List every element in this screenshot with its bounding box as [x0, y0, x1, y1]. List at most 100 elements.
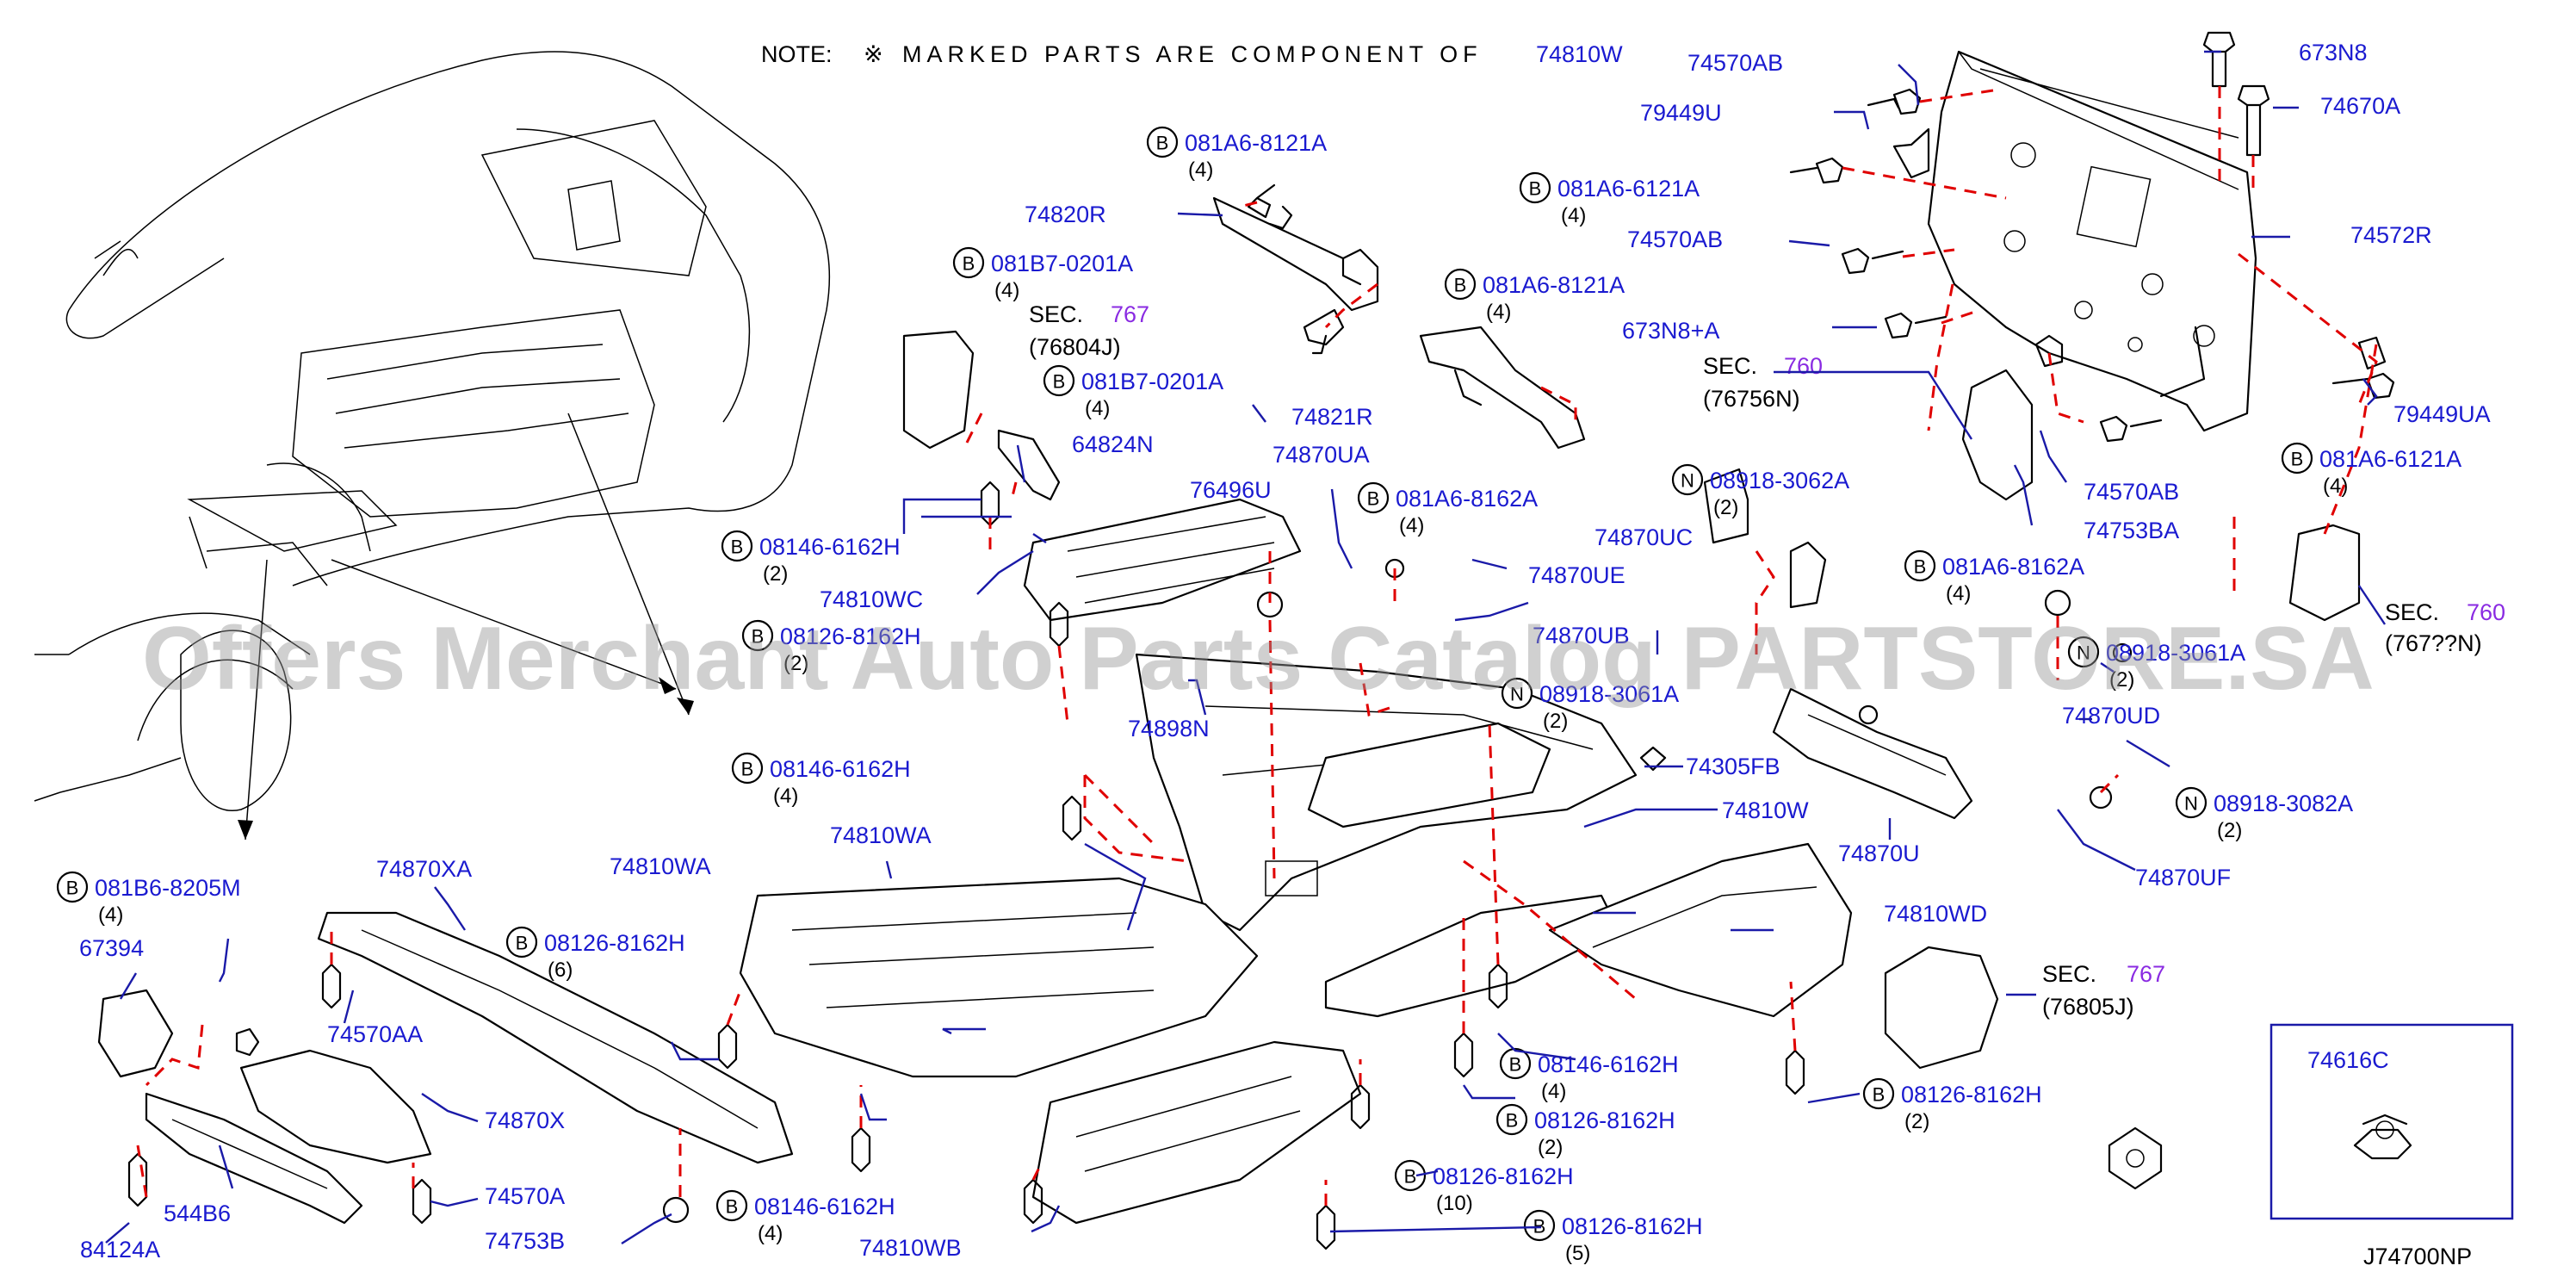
callout-prefix: B	[1506, 1110, 1519, 1132]
part-label-74810wa[interactable]: 74810WA	[610, 853, 711, 879]
part-label-84124a[interactable]: 84124A	[80, 1237, 160, 1262]
part-label-544b6[interactable]: 544B6	[164, 1200, 231, 1226]
callout-quantity: (4)	[758, 1222, 783, 1245]
callout-prefix-circle	[1357, 481, 1390, 514]
callout-081b6-8205m[interactable]: B 081B6-8205M(4)	[56, 871, 241, 927]
part-label-67394[interactable]: 67394	[79, 935, 144, 961]
part-label-74821r[interactable]: 74821R	[1291, 404, 1373, 430]
part-label-74870uf[interactable]: 74870UF	[2135, 865, 2231, 890]
part-label-673n8-a[interactable]: 673N8+A	[1622, 318, 1719, 344]
part-label-79449ua[interactable]: 79449UA	[2393, 401, 2491, 427]
part-label-74810wc[interactable]: 74810WC	[820, 586, 923, 612]
callout-part-number: 081B6-8205M	[95, 875, 241, 901]
part-label-74570aa[interactable]: 74570AA	[327, 1021, 423, 1047]
sec-label: SEC.	[2042, 961, 2096, 987]
callout-prefix: B	[2291, 449, 2304, 470]
callout-prefix: B	[1914, 556, 1927, 578]
part-label-74570a[interactable]: 74570A	[485, 1183, 565, 1209]
callout-quantity: (10)	[1436, 1192, 1473, 1215]
part-label-74870ub[interactable]: 74870UB	[1533, 623, 1630, 648]
part-label-74870uc[interactable]: 74870UC	[1595, 524, 1693, 550]
part-label-74570ab[interactable]: 74570AB	[1687, 50, 1783, 76]
part-label-74870xa[interactable]: 74870XA	[376, 856, 472, 882]
callout-prefix: B	[1529, 178, 1542, 200]
callout-quantity: (4)	[1541, 1080, 1566, 1103]
callout-quantity: (2)	[2217, 819, 2242, 842]
sec-label: SEC.	[2385, 599, 2439, 625]
callout-prefix-circle	[56, 871, 89, 903]
part-label-74810wb[interactable]: 74810WB	[859, 1235, 962, 1261]
callout-quantity: (2)	[783, 652, 808, 675]
part-label-74898n[interactable]: 74898N	[1128, 716, 1210, 741]
leader-lines	[105, 50, 2386, 1245]
note-prefix: NOTE:	[761, 41, 833, 67]
callout-prefix: B	[66, 878, 79, 899]
part-label-79449u[interactable]: 79449U	[1640, 100, 1722, 126]
part-label-74570ab[interactable]: 74570AB	[1627, 226, 1723, 252]
brackets-middle	[902, 183, 1586, 501]
note-text: NOTE: ※ MARKED PARTS ARE COMPONENT OF 74…	[761, 41, 1623, 67]
part-label-74870ue[interactable]: 74870UE	[1528, 562, 1625, 588]
part-label-74570ab[interactable]: 74570AB	[2084, 479, 2179, 505]
part-label-74870ud[interactable]: 74870UD	[2062, 703, 2160, 729]
part-label-74753b[interactable]: 74753B	[485, 1228, 565, 1254]
part-label-74670a[interactable]: 74670A	[2320, 93, 2400, 119]
part-label-74810wa[interactable]: 74810WA	[830, 822, 932, 848]
inset-box	[2269, 1023, 2514, 1220]
part-label-74810w[interactable]: 74810W	[1722, 797, 1809, 823]
sec-code: (767??N)	[2385, 630, 2482, 656]
section-refs: SEC. 767 (76804J) SEC. 760 (76756N) SEC.…	[1029, 301, 2505, 1020]
sec-label: SEC.	[1703, 353, 1757, 379]
part-label-74305fb[interactable]: 74305FB	[1686, 754, 1780, 779]
part-label-74870ua[interactable]: 74870UA	[1273, 442, 1370, 468]
part-label-76496u[interactable]: 76496U	[1190, 477, 1272, 503]
watermark: Offers Merchant Auto Parts Catalog PARTS…	[142, 609, 2375, 709]
callout-prefix: N	[1510, 684, 1524, 705]
part-label-673n8[interactable]: 673N8	[2299, 40, 2368, 65]
callout-prefix-circle	[1444, 268, 1477, 301]
callout-part-number: 08126-8162H	[1433, 1163, 1574, 1189]
callout-prefix: N	[2184, 793, 2198, 815]
part-label-74810wd[interactable]: 74810WD	[1884, 901, 1987, 927]
callout-quantity: (4)	[98, 903, 123, 927]
part-label-74870u[interactable]: 74870U	[1838, 841, 1920, 866]
callout-prefix-circle	[1523, 1209, 1556, 1242]
callout-quantity: (4)	[994, 279, 1019, 302]
part-label-74753ba[interactable]: 74753BA	[2084, 518, 2179, 543]
callout-quantity: (4)	[1561, 204, 1586, 227]
part-label-74820r[interactable]: 74820R	[1025, 202, 1106, 227]
callout-quantity: (5)	[1565, 1242, 1590, 1265]
callout-quantity: (2)	[1713, 496, 1738, 519]
part-label-74572r[interactable]: 74572R	[2350, 222, 2432, 248]
callout-part-number: 081A6-8162A	[1396, 486, 1538, 512]
callout-prefix: B	[1156, 133, 1169, 154]
sec-number: 760	[1784, 353, 1823, 379]
part-label-64824n[interactable]: 64824N	[1072, 431, 1154, 457]
callout-quantity: (6)	[548, 958, 573, 982]
part-label-74870x[interactable]: 74870X	[485, 1107, 565, 1133]
dashed-guides-top-right	[1842, 86, 2378, 594]
vehicle-outline	[34, 51, 831, 812]
